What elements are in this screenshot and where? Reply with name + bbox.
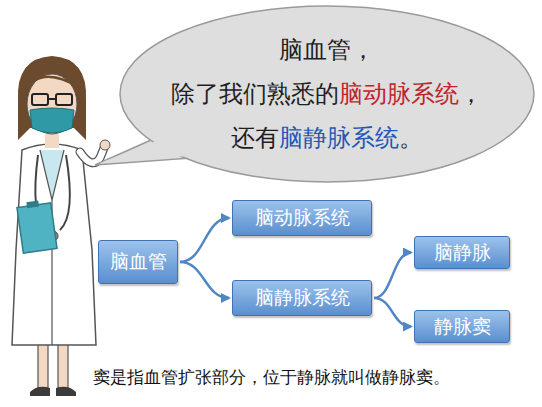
caption: 窦是指血管扩张部分，位于静脉就叫做静脉窦。: [0, 366, 542, 389]
process-box: 脑动脉系统: [232, 200, 372, 236]
arrow-connector: [374, 298, 411, 327]
process-box: 脑静脉: [414, 236, 510, 269]
box-label: 脑静脉系统: [255, 285, 350, 311]
process-box: 脑血管: [98, 240, 178, 284]
bubble-text: 脑血管，除了我们熟悉的脑动脉系统，还有脑静脉系统。: [171, 28, 483, 160]
speech-bubble: 脑血管，除了我们熟悉的脑动脉系统，还有脑静脉系统。: [118, 4, 536, 184]
arrow-connector: [374, 253, 411, 299]
arrow-connector: [180, 262, 229, 298]
box-label: 静脉窦: [434, 314, 491, 340]
box-label: 脑血管: [110, 249, 167, 275]
box-label: 脑静脉: [434, 240, 491, 266]
process-box: 脑静脉系统: [232, 280, 372, 316]
process-box: 静脉窦: [414, 310, 510, 343]
box-label: 脑动脉系统: [255, 205, 350, 231]
arrow-connector: [180, 218, 229, 262]
